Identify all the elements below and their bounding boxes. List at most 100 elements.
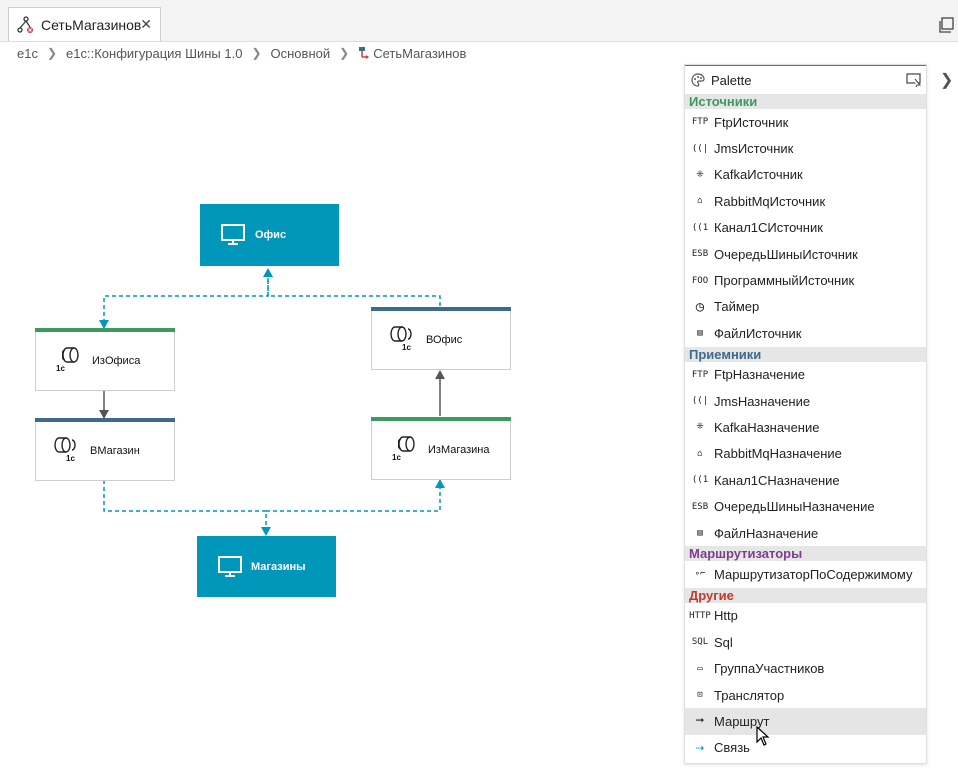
node-office[interactable]: Офис [200, 204, 339, 266]
palette-item-label: ГруппаУчастников [714, 661, 825, 677]
breadcrumb-item-configuration[interactable]: e1c::Конфигурация Шины 1.0 [66, 45, 243, 61]
jms-icon: ((| [691, 143, 709, 154]
palette-item[interactable]: ⊡Транслятор [685, 682, 926, 708]
route-arrow-icon: ➞ [695, 713, 705, 730]
node-to-store-label: ВМагазин [90, 445, 140, 457]
node-from-store-label: ИзМагазина [428, 444, 490, 456]
one-c-logo-text: 1с [56, 364, 65, 373]
palette-item[interactable]: ⌂RabbitMqИсточник [685, 188, 926, 214]
arrowhead [261, 527, 271, 536]
rabbitmq-icon: ⌂ [697, 448, 703, 459]
restore-window-icon[interactable] [938, 16, 956, 34]
node-from-office-label: ИзОфиса [92, 355, 141, 367]
palette-item[interactable]: ▭ ГруппаУчастников [685, 655, 926, 681]
node-to-store[interactable]: 1с ВМагазин [35, 418, 175, 481]
channel-1c-icon: 1с [56, 346, 80, 376]
one-c-logo-text: 1с [66, 454, 75, 463]
arrowhead [99, 320, 109, 329]
palette-section-header[interactable]: Другие [685, 587, 926, 603]
breadcrumb-item-main[interactable]: Основной [270, 45, 331, 61]
palette-item-label: KafkaНазначение [714, 419, 820, 435]
mouse-cursor-icon [756, 726, 770, 746]
palette-item-label: Http [714, 608, 738, 624]
target-bar [35, 418, 175, 422]
palette-item-label: JmsНазначение [714, 393, 811, 409]
kafka-icon: ⁜ [696, 169, 704, 180]
palette-item[interactable]: SQL Sql [685, 629, 926, 655]
palette-item[interactable]: ▤ ФайлНазначение [685, 520, 926, 546]
breadcrumb: e1c ❯ e1c::Конфигурация Шины 1.0 ❯ Основ… [17, 44, 466, 62]
palette-item-label: Sql [714, 634, 733, 650]
palette-section-header[interactable]: Приемники [685, 346, 926, 362]
palette-item[interactable]: ((|JmsНазначение [685, 388, 926, 414]
target-bar [371, 307, 511, 311]
palette-item-label: KafkaИсточник [714, 167, 803, 183]
palette-item-label: ФайлИсточник [714, 325, 802, 341]
palette-item[interactable]: ⁜ KafkaИсточник [685, 162, 926, 188]
esb-queue-icon: ESB [691, 249, 709, 260]
diagram-small-icon [359, 47, 370, 59]
palette-item[interactable]: ESB ОчередьШиныНазначение [685, 493, 926, 519]
chevron-right-icon: ❯ [339, 46, 350, 60]
link-stores-to-from-store [266, 487, 441, 512]
palette-dock-icon[interactable] [906, 73, 922, 87]
arrowhead [435, 479, 445, 488]
palette-item[interactable]: ⇢ Связь [685, 735, 926, 761]
esb-queue-icon: ESB [691, 501, 709, 512]
diagram-canvas[interactable]: Офис 1с ИзОфиса 1с ВОфис [0, 62, 680, 775]
palette-item[interactable]: ▤ ФайлИсточник [685, 320, 926, 346]
palette-item[interactable]: ⁜KafkaНазначение [685, 414, 926, 440]
palette-collapse-icon[interactable]: ❯ [940, 72, 954, 89]
palette-header: Palette [685, 65, 926, 94]
editor-tab-bar: СетьМагазинов ✕ [0, 0, 958, 42]
rabbitmq-icon: ⌂ [697, 196, 703, 207]
palette-item-label: ОчередьШиныНазначение [714, 499, 875, 515]
close-icon[interactable]: ✕ [140, 16, 152, 32]
palette-item-label: Связь [714, 740, 750, 756]
palette-section-header[interactable]: Маршрутизаторы [685, 546, 926, 562]
palette-icon [691, 73, 705, 87]
breadcrumb-item-current[interactable]: СетьМагазинов [373, 45, 467, 61]
source-bar [35, 328, 175, 332]
one-c-logo-text: 1с [392, 453, 401, 462]
palette-item-label: ФайлНазначение [714, 525, 819, 541]
monitor-icon [218, 555, 242, 577]
palette-item[interactable]: ((|JmsИсточник [685, 135, 926, 161]
program-source-icon: FOO [691, 275, 709, 286]
palette-item[interactable]: ∘⌐МаршрутизаторПоСодержимому [685, 561, 926, 587]
channel-1c-icon: ((1 [691, 222, 709, 233]
channel-1c-target-icon: 1с [390, 325, 414, 355]
breadcrumb-item-e1c[interactable]: e1c [17, 45, 38, 61]
palette-item-label: ПрограммныйИсточник [714, 273, 855, 289]
link-dashed-arrow-icon: ⇢ [695, 739, 705, 756]
node-from-store[interactable]: 1с ИзМагазина [371, 417, 511, 480]
palette-section-header[interactable]: Источники [685, 94, 926, 109]
link-to-store-to-stores [103, 480, 267, 530]
palette-item[interactable]: ⌂RabbitMqНазначение [685, 441, 926, 467]
file-target-icon: ▤ [697, 528, 703, 539]
palette-item[interactable]: ➞Маршрут [685, 708, 926, 735]
clock-icon: ◷ [695, 298, 705, 315]
node-to-office[interactable]: 1с ВОфис [371, 307, 511, 370]
sql-icon: SQL [691, 637, 709, 648]
file-source-icon: ▤ [697, 328, 703, 339]
palette-item-label: FtpИсточник [714, 114, 789, 130]
palette-item[interactable]: FOO ПрограммныйИсточник [685, 267, 926, 293]
editor-tab[interactable]: СетьМагазинов ✕ [8, 7, 161, 41]
monitor-icon: ▭ [697, 663, 703, 674]
node-stores[interactable]: Магазины [197, 536, 336, 597]
node-to-office-label: ВОфис [426, 334, 463, 346]
arrowhead [263, 268, 273, 277]
diagram-connections [99, 268, 445, 536]
editor-tab-title: СетьМагазинов [41, 16, 142, 33]
palette-item[interactable]: ◷Таймер [685, 294, 926, 320]
node-from-office[interactable]: 1с ИзОфиса [35, 328, 175, 391]
